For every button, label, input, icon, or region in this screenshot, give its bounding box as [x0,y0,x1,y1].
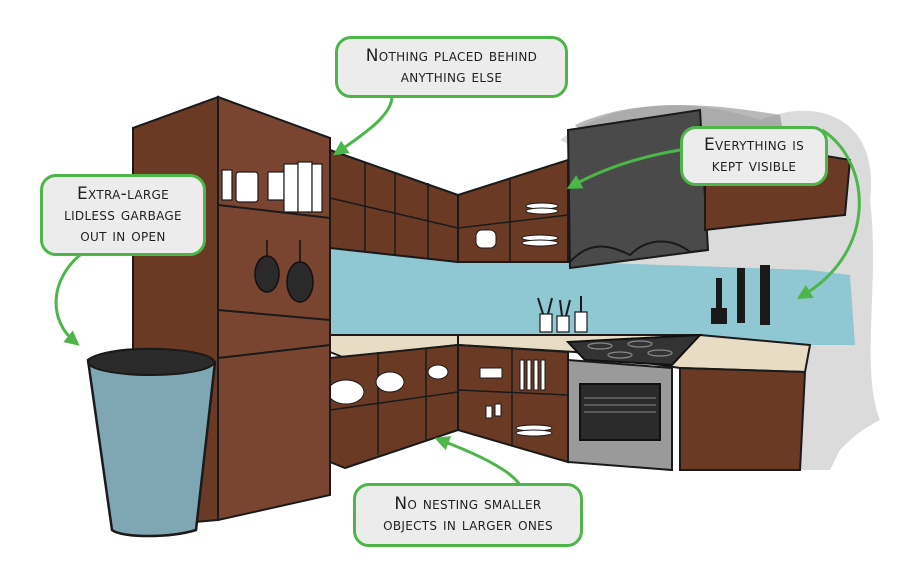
callout-nothing-behind: Nothing placed behind anything else [335,36,568,98]
callout-text: out in open [80,225,166,246]
backsplash [330,248,458,335]
lower-right-shelves [457,348,569,446]
callout-text: anything else [400,67,503,87]
callout-text: Nothing placed behind [365,46,538,66]
callout-text: lidless garbage [64,204,182,225]
pan-icon [254,240,314,303]
glass-icon [479,367,503,419]
garbage-bin [86,347,217,538]
canister-icon [221,161,323,213]
callout-text: objects in larger ones [383,515,553,535]
pantry-shelves [217,204,331,359]
upper-cabinet-left [329,148,459,264]
plate-icon [515,359,553,437]
bowl-icon [475,229,497,249]
pantry-front [217,95,331,522]
backsplash-right [458,262,855,345]
bin-rim [87,348,215,376]
callout-text: Extra-large [77,183,169,204]
arrow-icon [54,253,81,346]
callout-nesting: No nesting smaller objects in larger one… [353,483,583,547]
callout-text: No nesting smaller [394,494,542,514]
lower-cabinet-right [457,343,569,464]
hood-edge [569,240,709,263]
callout-everything-visible: Everything is kept visible [680,126,828,186]
arrow-icon [796,128,861,300]
callout-text: Everything is [703,135,805,155]
lower-cabinet-far-right [679,366,807,471]
arrow-icon [566,148,681,189]
callout-garbage: Extra-large lidless garbage out in open [40,174,206,256]
lower-left-shelves [329,348,459,455]
arrow-icon [333,97,394,156]
upper-left-shelves [329,162,459,258]
utensils [537,296,582,317]
oven-racks [584,397,656,413]
arrow-icon [434,436,522,486]
bowl-icon [327,364,449,405]
upper-right-shelves [457,178,569,262]
lower-cabinet-left [329,343,459,470]
callout-text: kept visible [711,156,797,176]
knife-icon [711,265,770,325]
burners [587,340,673,359]
plate-icon [521,202,559,247]
utensil-jar-icon [539,311,588,333]
